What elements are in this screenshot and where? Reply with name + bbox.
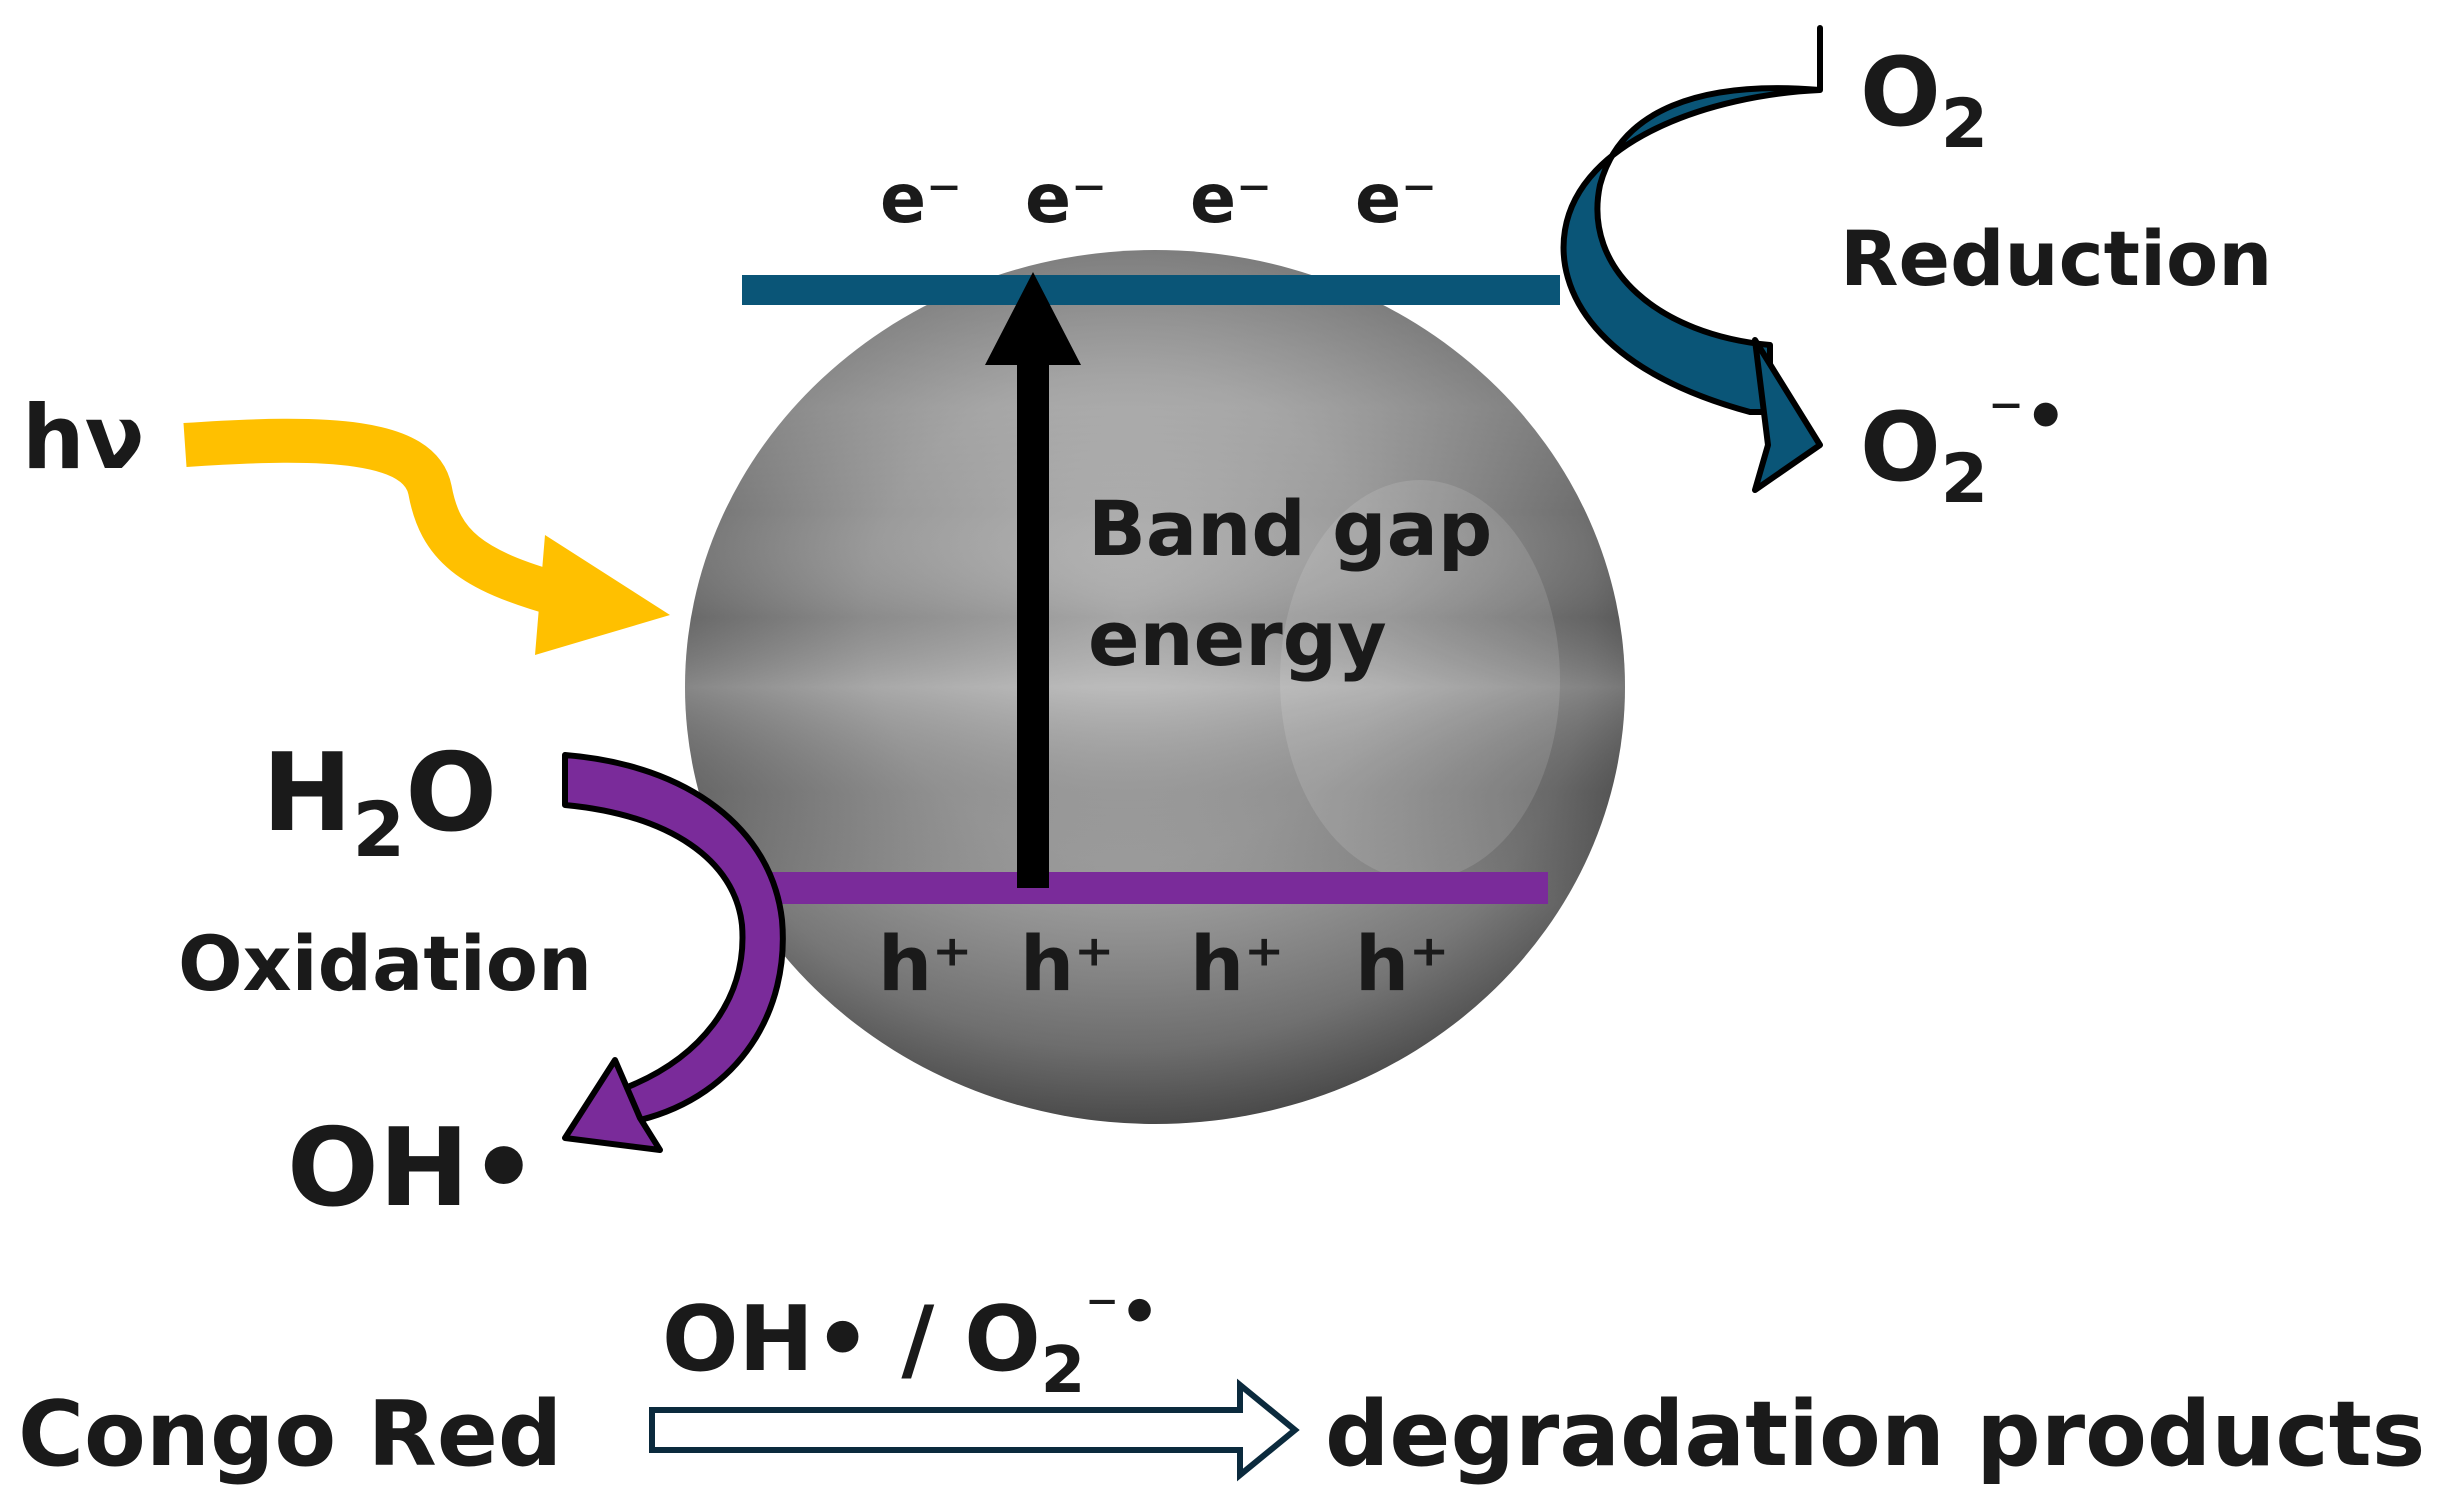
- reagent-label: OH•/O2⁻•: [662, 1276, 1160, 1408]
- hole-label: h⁺: [878, 919, 972, 1008]
- light-arrow: [183, 418, 670, 655]
- reduction-arrowhead: [1752, 337, 1823, 493]
- reaction-arrow: [649, 1378, 1300, 1482]
- band-gap-label: Band gap: [1088, 484, 1492, 573]
- hole-label: h⁺: [1190, 919, 1284, 1008]
- superoxide-product: O2⁻•: [1860, 378, 2067, 519]
- hydroxyl-radical-product: OH•: [287, 1106, 538, 1231]
- reduction-label: Reduction: [1840, 214, 2272, 303]
- electron-label: e⁻: [1355, 160, 1437, 239]
- oxidation-label: Oxidation: [178, 919, 592, 1008]
- electron-label: e⁻: [1190, 160, 1272, 239]
- electron-label: e⁻: [1025, 160, 1107, 239]
- band-gap-arrow: [985, 272, 1081, 888]
- light-symbol: hν: [22, 386, 145, 489]
- hole-label: h⁺: [1355, 919, 1449, 1008]
- reduction-arrow: [1560, 25, 1823, 415]
- hole-label: h⁺: [1020, 919, 1114, 1008]
- congo-red-reactant: Congo Red: [18, 1382, 562, 1487]
- oxygen-reactant: O2: [1860, 38, 1988, 164]
- band-gap-label: energy: [1088, 594, 1387, 683]
- semiconductor-particle: [685, 250, 1625, 1124]
- electron-label: e⁻: [880, 160, 962, 239]
- water-reactant: H2O: [262, 731, 497, 874]
- oxidation-arrow: [562, 752, 786, 1153]
- degradation-products: degradation products: [1325, 1382, 2425, 1487]
